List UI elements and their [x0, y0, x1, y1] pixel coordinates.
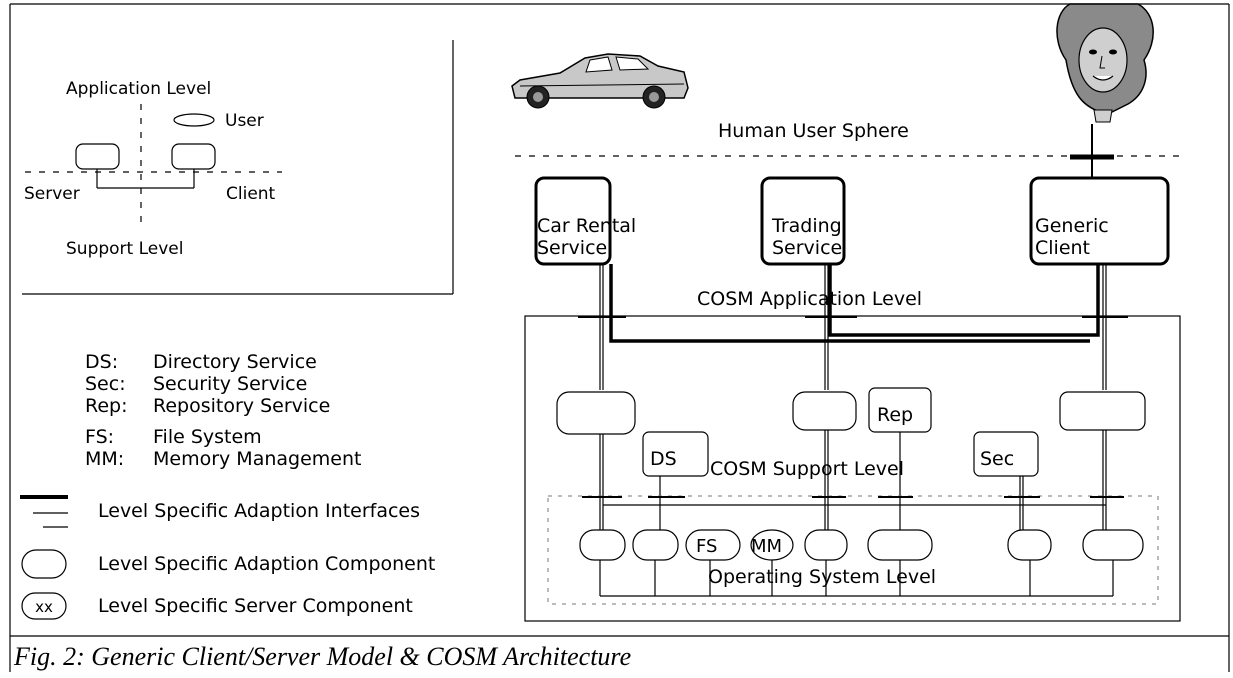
model-client-box [171, 143, 216, 170]
abbrev-rep: Rep: [85, 395, 128, 417]
adaption-component-symbol [21, 549, 67, 579]
os-adaption-3 [804, 529, 848, 561]
abbrev-mm-desc: Memory Management [153, 448, 361, 470]
symbol-legend: Level Specific Adaption Interfaces Level… [20, 495, 435, 620]
application-bus-upper [828, 264, 1100, 337]
trading-service-box [760, 176, 846, 266]
woman-face-icon [1056, 3, 1154, 123]
cosm-architecture: Human User Sphere Car Rental Service Tra… [515, 120, 1181, 622]
ds-box [642, 431, 709, 477]
car-rental-service-box [534, 176, 612, 266]
abbrev-ds-desc: Directory Service [153, 351, 317, 373]
rep-label: Rep [877, 404, 913, 426]
model-server-label: Server [24, 184, 80, 204]
car-rental-line1: Car Rental [537, 215, 636, 237]
model-application-level-label: Application Level [66, 79, 211, 99]
legend-adaption-component-label: Level Specific Adaption Component [98, 553, 435, 575]
cosm-support-level-label: COSM Support Level [710, 458, 904, 480]
model-user-label: User [225, 111, 264, 131]
generic-adaption-box [1059, 391, 1146, 431]
car-icon [511, 53, 689, 109]
figure-caption: Fig. 2: Generic Client/Server Model & CO… [13, 642, 631, 671]
sec-label: Sec [980, 448, 1014, 470]
ds-label: DS [650, 448, 677, 470]
trading-line1: Trading [771, 215, 842, 237]
os-level-label: Operating System Level [708, 566, 936, 588]
mm-label: MM [751, 536, 782, 557]
trading-adaption-box [792, 391, 857, 431]
application-bus [609, 264, 1090, 343]
fs-component [685, 529, 741, 561]
figure-frame [9, 3, 1230, 672]
model-support-level-label: Support Level [66, 239, 183, 259]
generic-line1: Generic [1035, 215, 1109, 237]
sec-box [973, 431, 1039, 477]
generic-line2: Client [1035, 237, 1090, 259]
os-adaption-5 [1007, 529, 1052, 561]
car-rental-line2: Service [537, 237, 607, 259]
model-user-ellipse [173, 113, 215, 127]
abbreviation-legend: DS: Directory Service Sec: Security Serv… [85, 351, 361, 470]
abbrev-rep-desc: Repository Service [153, 395, 330, 417]
os-level-box [547, 495, 1159, 605]
abbrev-mm: MM: [85, 448, 124, 470]
os-adaption-1 [579, 529, 626, 561]
os-adaption-6 [1082, 529, 1144, 561]
fs-label: FS [696, 536, 717, 557]
car-rental-adaption-box [556, 391, 636, 435]
server-component-symbol [21, 592, 67, 620]
abbrev-fs: FS: [85, 426, 114, 448]
model-server-box [75, 143, 120, 170]
legend-interfaces-label: Level Specific Adaption Interfaces [98, 500, 420, 522]
human-user-sphere-label: Human User Sphere [718, 120, 909, 142]
legend-server-component-label: Level Specific Server Component [98, 595, 413, 617]
os-adaption-4 [867, 529, 933, 561]
abbrev-sec-desc: Security Service [153, 373, 307, 395]
model-client-label: Client [226, 184, 276, 204]
client-server-model: Application Level User Server Client Sup… [22, 40, 454, 295]
abbrev-fs-desc: File System [153, 426, 262, 448]
trading-line2: Service [772, 237, 842, 259]
abbrev-ds: DS: [85, 351, 118, 373]
abbrev-sec: Sec: [85, 373, 126, 395]
os-adaption-2 [632, 529, 679, 561]
cosm-application-level-label: COSM Application Level [697, 288, 922, 310]
server-component-mark: xx [35, 598, 53, 616]
